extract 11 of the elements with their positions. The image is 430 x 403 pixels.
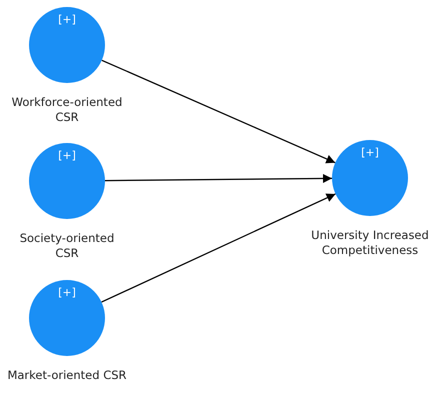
- construct-label: Society-oriented CSR: [18, 231, 116, 261]
- path-arrow: [102, 60, 336, 164]
- expand-marker: [+]: [57, 286, 77, 299]
- construct-label: University Increased Competitiveness: [310, 228, 430, 258]
- expand-marker: [+]: [360, 146, 380, 159]
- expand-marker: [+]: [57, 13, 77, 26]
- construct-label: Workforce-oriented CSR: [10, 95, 124, 125]
- expand-marker: [+]: [57, 149, 77, 162]
- path-arrow: [101, 193, 336, 303]
- construct-label: Market-oriented CSR: [7, 368, 127, 383]
- path-arrow: [105, 174, 332, 183]
